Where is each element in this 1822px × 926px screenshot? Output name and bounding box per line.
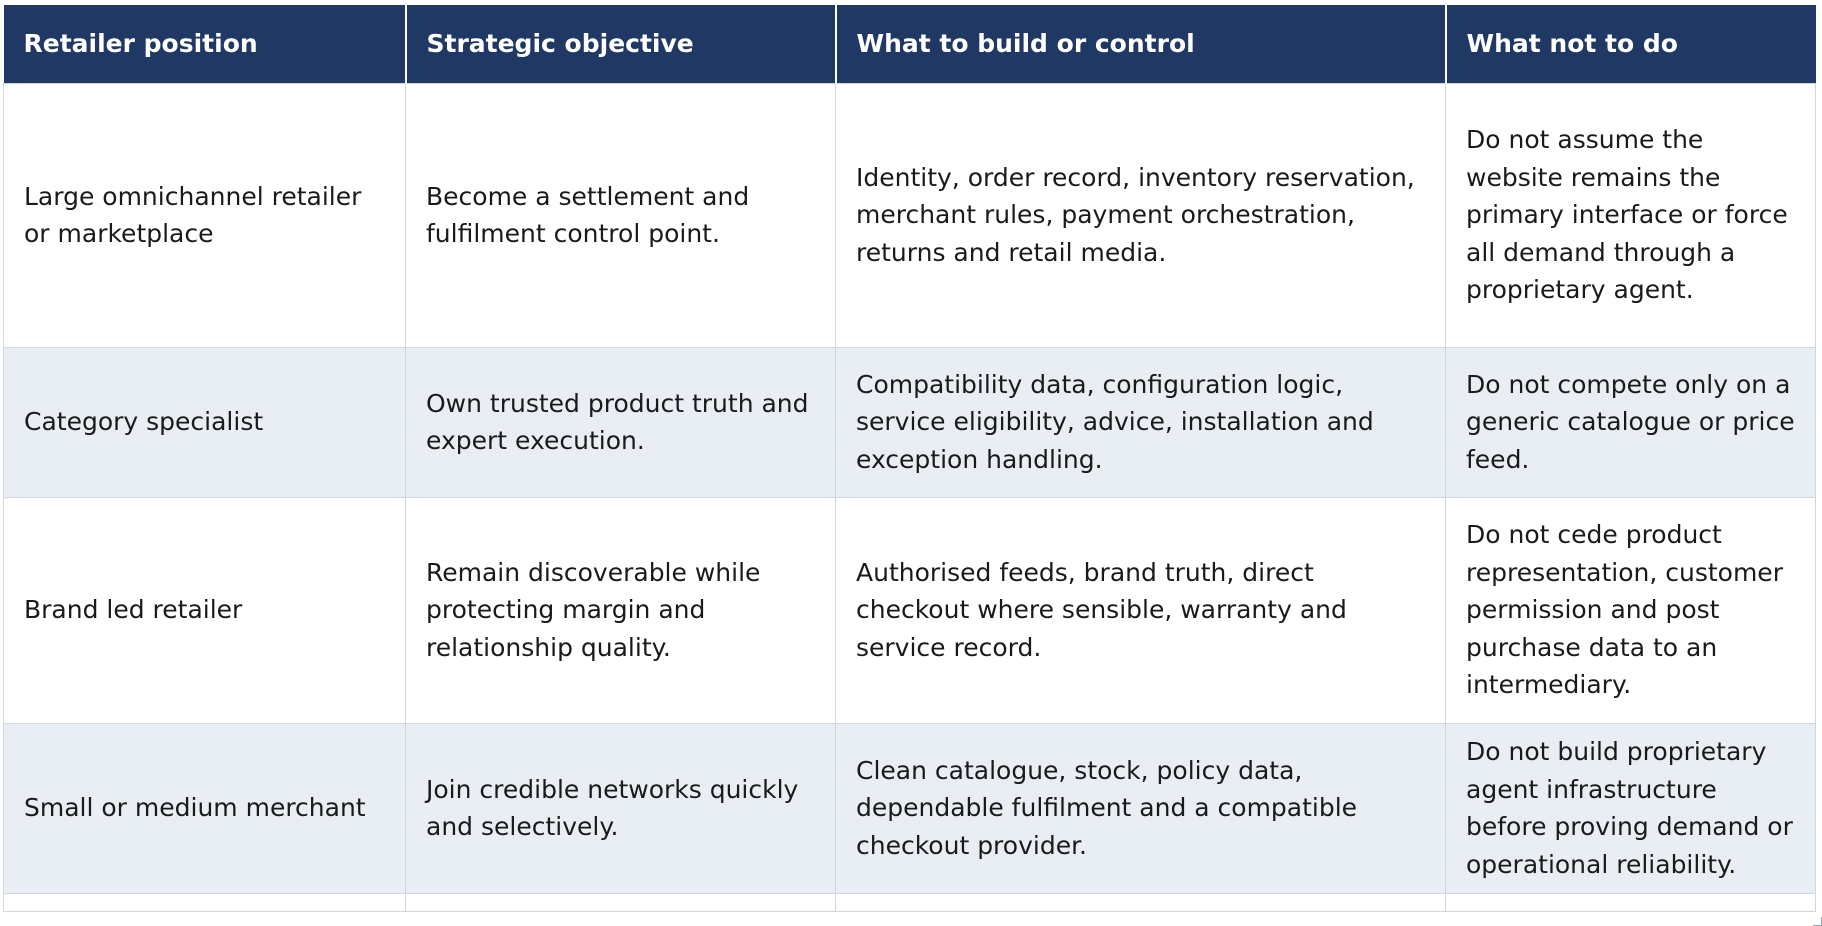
cell-retailer-position: Brand led retailer xyxy=(3,496,406,724)
window-corner-mark xyxy=(1813,917,1822,926)
table-row: Category specialist Own trusted product … xyxy=(3,346,1816,498)
header-retailer-position: Retailer position xyxy=(3,5,407,83)
cell-strategic-objective: Join credible networks quickly and selec… xyxy=(405,722,836,894)
cell-retailer-position: Large omnichannel retailer or marketplac… xyxy=(3,82,406,348)
cell-what-to-build: Authorised feeds, brand truth, direct ch… xyxy=(835,496,1446,724)
header-what-not-to-do: What not to do xyxy=(1445,5,1816,83)
table-row: Large omnichannel retailer or marketplac… xyxy=(3,82,1816,348)
table-row: Small or medium merchant Join credible n… xyxy=(3,722,1816,894)
cell-empty xyxy=(3,892,406,912)
header-strategic-objective: Strategic objective xyxy=(405,5,837,83)
cell-empty xyxy=(1445,892,1816,912)
cell-what-to-build: Compatibility data, configuration logic,… xyxy=(835,346,1446,498)
cell-what-not-to-do: Do not cede product representation, cust… xyxy=(1445,496,1816,724)
cell-what-not-to-do: Do not assume the website remains the pr… xyxy=(1445,82,1816,348)
header-what-to-build: What to build or control xyxy=(835,5,1447,83)
cell-empty xyxy=(835,892,1446,912)
cell-retailer-position: Small or medium merchant xyxy=(3,722,406,894)
cell-strategic-objective: Own trusted product truth and expert exe… xyxy=(405,346,836,498)
cell-what-to-build: Clean catalogue, stock, policy data, dep… xyxy=(835,722,1446,894)
cell-what-not-to-do: Do not build proprietary agent infrastru… xyxy=(1445,722,1816,894)
cell-strategic-objective: Remain discoverable while protecting mar… xyxy=(405,496,836,724)
table-header-row: Retailer position Strategic objective Wh… xyxy=(3,5,1816,83)
cell-retailer-position: Category specialist xyxy=(3,346,406,498)
table-row: Brand led retailer Remain discoverable w… xyxy=(3,496,1816,724)
strategy-table-container: Retailer position Strategic objective Wh… xyxy=(3,5,1816,912)
cell-what-not-to-do: Do not compete only on a generic catalog… xyxy=(1445,346,1816,498)
cell-what-to-build: Identity, order record, inventory reserv… xyxy=(835,82,1446,348)
cell-empty xyxy=(405,892,836,912)
table-row-empty xyxy=(3,892,1816,912)
cell-strategic-objective: Become a settlement and fulfilment contr… xyxy=(405,82,836,348)
retailer-strategy-table: Retailer position Strategic objective Wh… xyxy=(3,5,1816,912)
